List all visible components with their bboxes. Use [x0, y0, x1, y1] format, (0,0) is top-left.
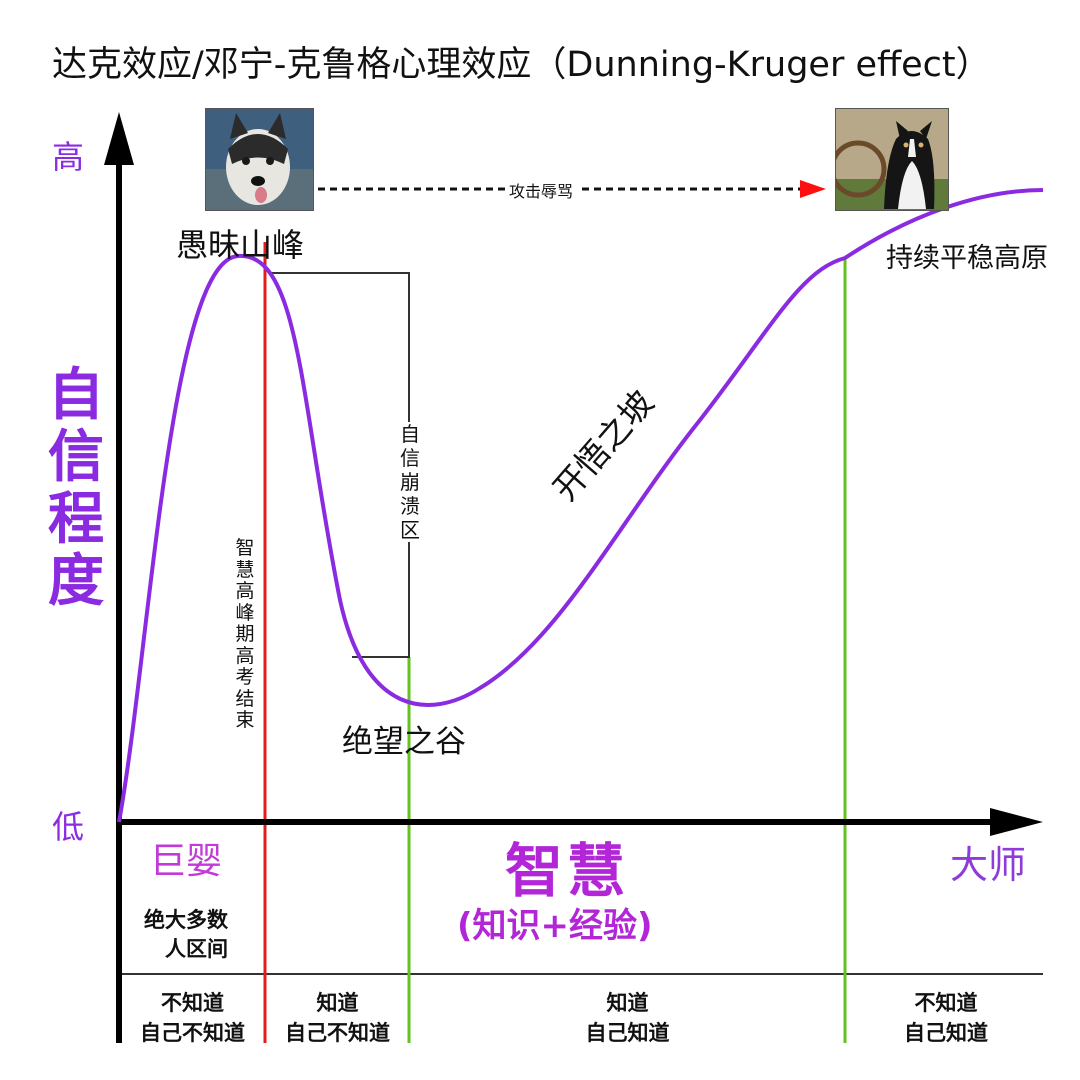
zone-label-2: 知道 自己不知道: [285, 991, 390, 1045]
y-axis-low-label: 低: [52, 808, 85, 846]
x-axis-start-label: 巨婴: [150, 841, 223, 882]
border-collie-photo: [835, 108, 949, 211]
x-axis-end-label: 大师: [950, 843, 1027, 887]
peak-label: 愚昧山峰: [176, 226, 305, 264]
x-axis-arrow: [990, 808, 1043, 836]
diagram-title: 达克效应/邓宁-克鲁格心理效应（Dunning-Kruger effect）: [52, 45, 991, 85]
plateau-label: 持续平稳高原: [886, 243, 1048, 274]
y-axis-title: 自信程度: [44, 365, 108, 613]
y-axis-arrow: [104, 112, 134, 165]
husky-dog-photo: [205, 108, 314, 211]
zone-label-1: 不知道 自己不知道: [140, 991, 245, 1045]
collie-illustration: [836, 109, 948, 210]
insult-label: 攻击辱骂: [505, 178, 578, 202]
x-axis-subtitle: (知识+经验): [457, 906, 653, 946]
husky-illustration: [206, 109, 313, 210]
confidence-curve: [117, 188, 1044, 823]
y-axis-high-label: 高: [52, 138, 85, 176]
zone-label-3: 知道 自己知道: [585, 991, 670, 1045]
collapse-zone-label: 自信崩溃区: [396, 422, 424, 542]
peak-period-label: 智慧高峰期高考结束: [235, 537, 255, 731]
majority-range-label: 绝大多数 人区间: [144, 908, 228, 961]
insult-arrowhead: [800, 180, 826, 198]
zone-label-4: 不知道 自己知道: [904, 991, 988, 1045]
x-axis-title: 智慧: [505, 837, 630, 905]
valley-label: 绝望之谷: [342, 724, 466, 760]
